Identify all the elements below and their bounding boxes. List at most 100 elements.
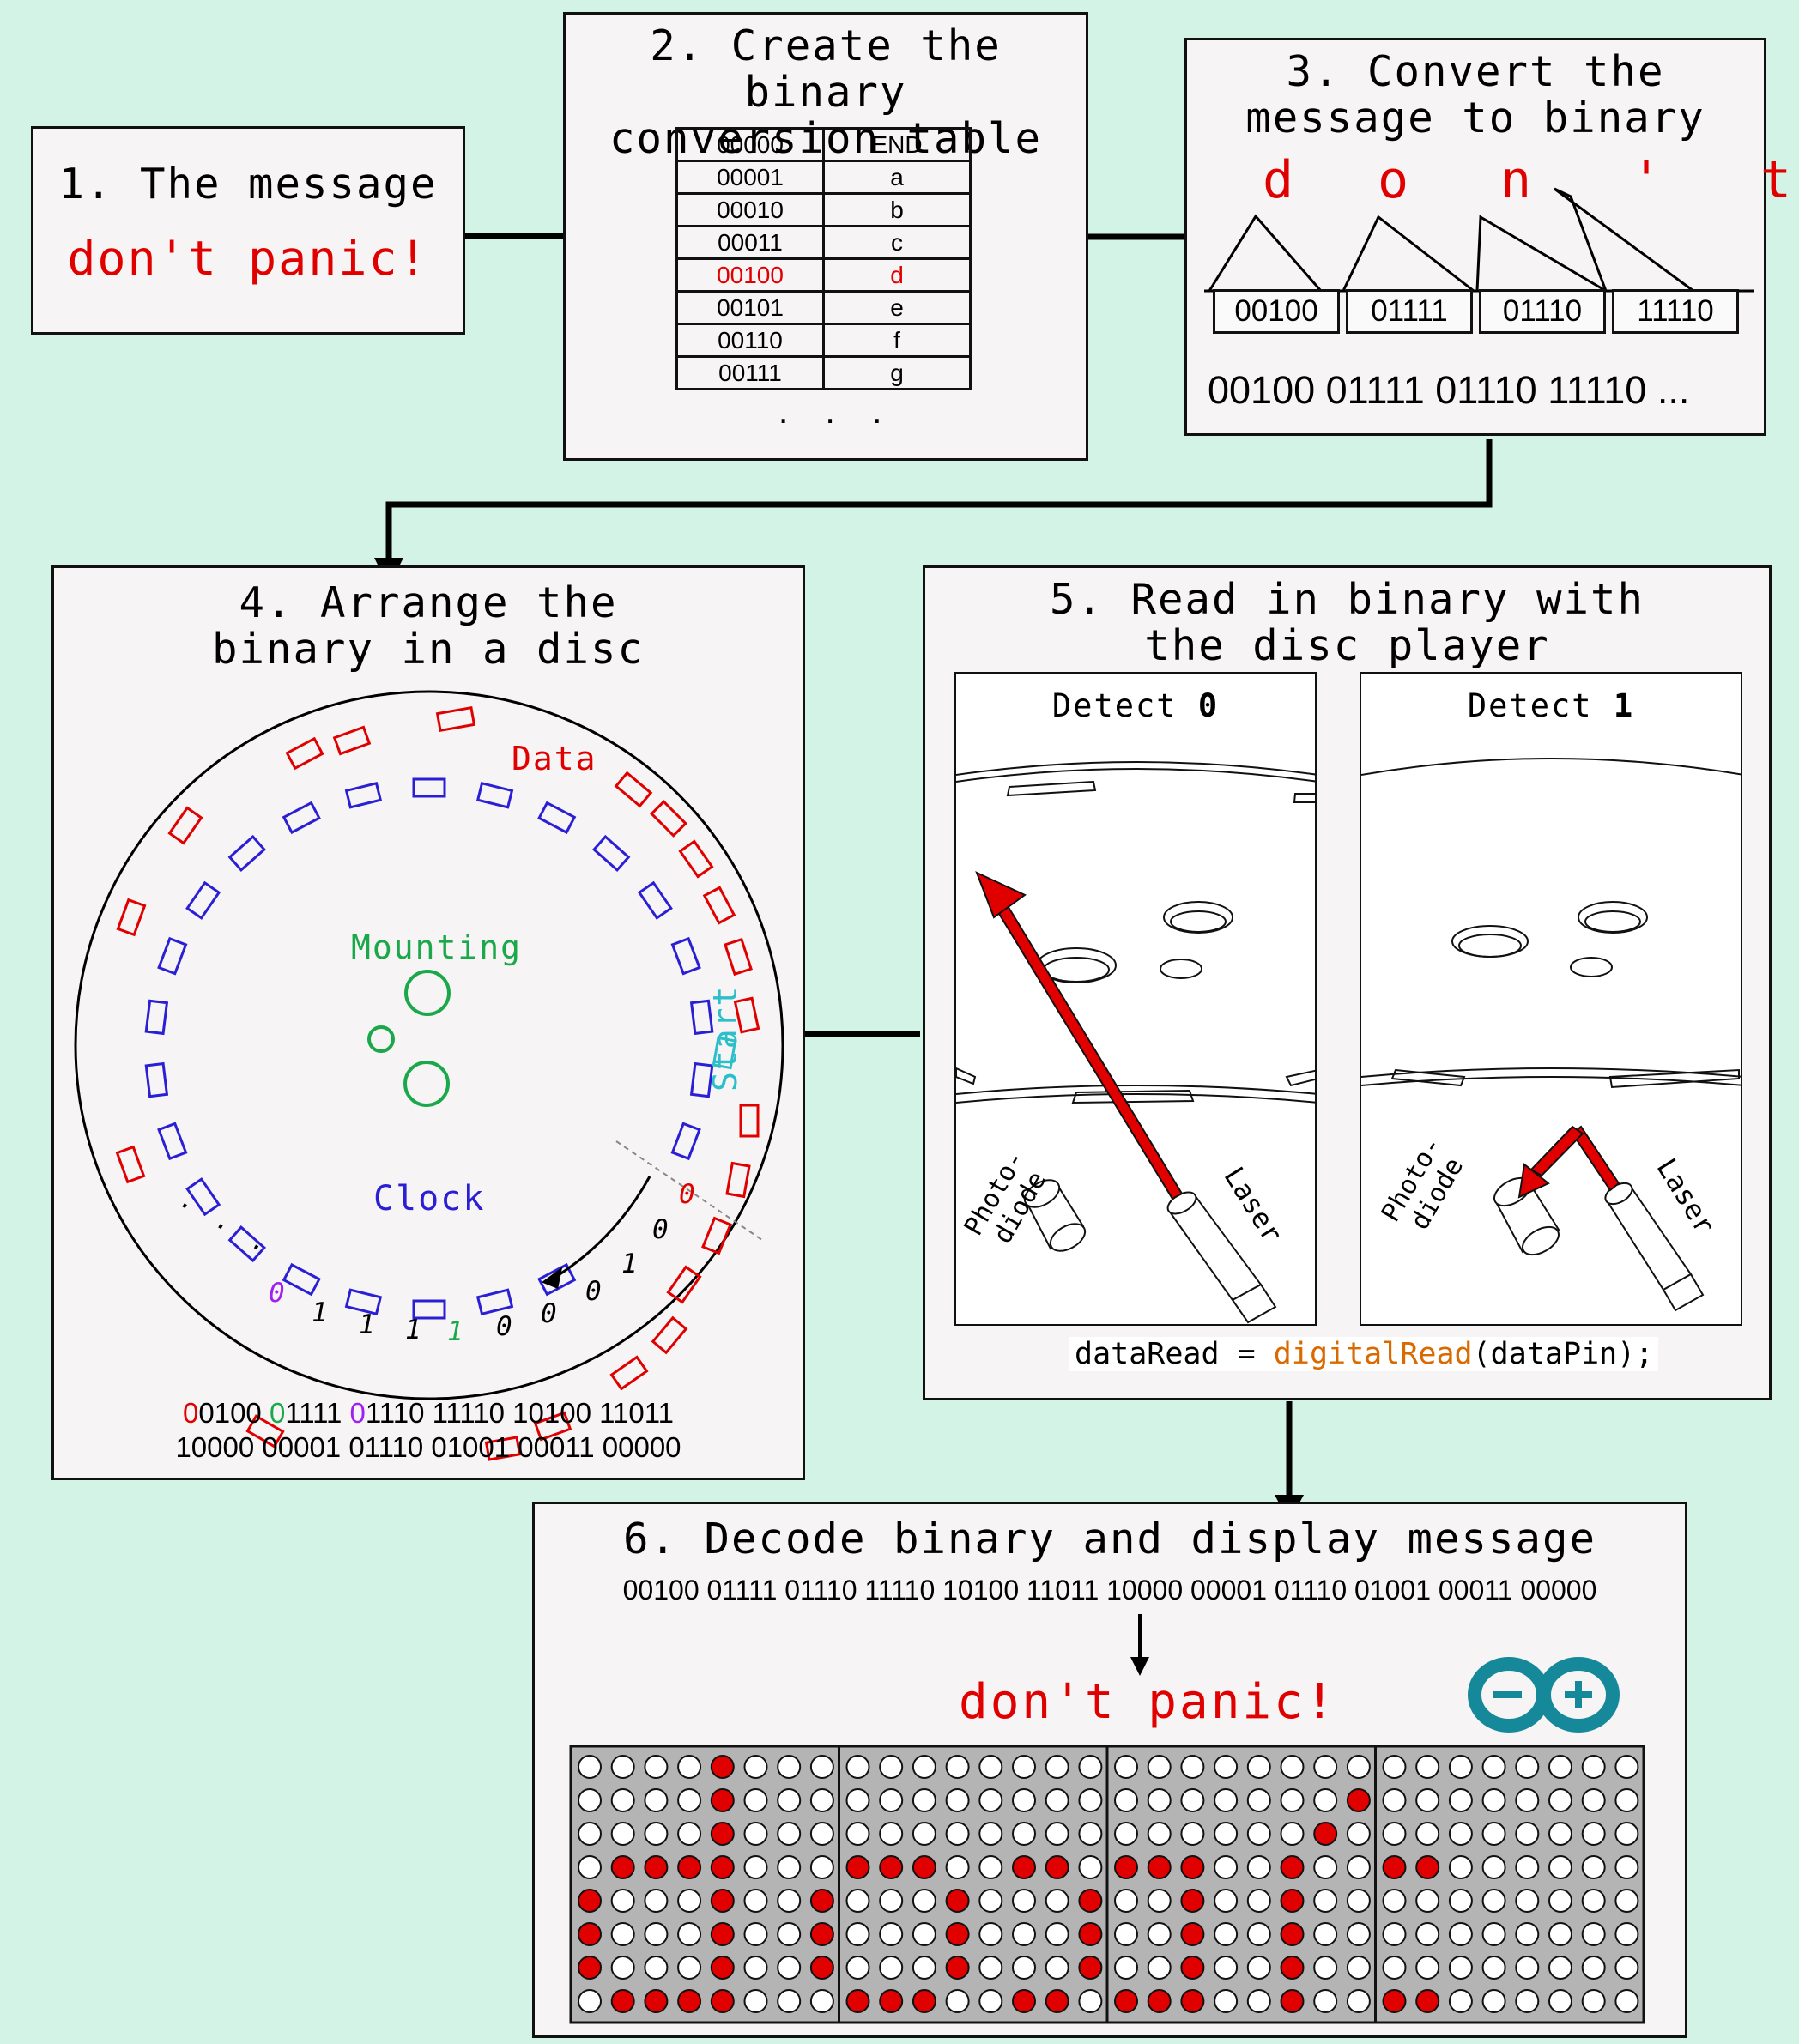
- led-off: [1214, 1956, 1239, 1980]
- data-slot: [245, 1414, 285, 1448]
- clock-slot: [689, 1061, 714, 1098]
- led-off: [1346, 1822, 1371, 1846]
- letter-code-box: 00100: [1213, 289, 1340, 334]
- led-off: [677, 1788, 702, 1812]
- table-code-cell: 00001: [675, 160, 825, 195]
- led-off: [1147, 1889, 1172, 1913]
- led-off: [945, 1989, 970, 2013]
- led-off: [879, 1956, 904, 1980]
- table-char-cell: b: [822, 192, 972, 227]
- led-off: [1147, 1922, 1172, 1946]
- led-off: [1581, 1855, 1606, 1879]
- data-slot: [725, 1161, 751, 1199]
- led-off: [1415, 1956, 1440, 1980]
- led-off: [578, 1989, 602, 2013]
- clock-slot: [412, 777, 446, 798]
- led-off: [945, 1755, 970, 1779]
- table-ellipsis: . . .: [775, 397, 893, 430]
- data-slot: [115, 1145, 146, 1184]
- led-off: [743, 1989, 768, 2013]
- clock-slot: [344, 782, 383, 809]
- led-off: [1515, 1788, 1540, 1812]
- led-off: [879, 1889, 904, 1913]
- data-slot: [702, 886, 736, 925]
- led-off: [644, 1822, 669, 1846]
- led-on: [1180, 1889, 1205, 1913]
- led-off: [1114, 1889, 1138, 1913]
- led-on: [1045, 1855, 1069, 1879]
- data-slot: [614, 771, 653, 808]
- data-slot: [724, 937, 753, 977]
- led-off: [912, 1822, 936, 1846]
- led-off: [1515, 1822, 1540, 1846]
- led-off: [978, 1788, 1003, 1812]
- led-off: [1581, 1989, 1606, 2013]
- led-off: [1313, 1755, 1338, 1779]
- led-off: [1481, 1855, 1506, 1879]
- led-off: [1548, 1922, 1572, 1946]
- led-on: [1346, 1788, 1371, 1812]
- led-off: [978, 1822, 1003, 1846]
- disc-sequence-line-2: 10000 00001 01110 01001 00011 00000: [175, 1431, 681, 1463]
- led-off: [1515, 1922, 1540, 1946]
- led-on: [710, 1855, 735, 1879]
- table-code-cell: 00010: [675, 192, 825, 227]
- led-on: [1078, 1922, 1103, 1946]
- clock-slot: [282, 801, 321, 835]
- led-off: [809, 1788, 834, 1812]
- led-off: [1548, 1956, 1572, 1980]
- led-off: [1382, 1822, 1407, 1846]
- led-off: [978, 1922, 1003, 1946]
- led-off: [1214, 1989, 1239, 2013]
- led-off: [1147, 1788, 1172, 1812]
- led-off: [743, 1889, 768, 1913]
- ring-bit: 1: [621, 1249, 638, 1279]
- data-slot: [167, 806, 203, 845]
- led-off: [1045, 1889, 1069, 1913]
- led-off: [1614, 1922, 1639, 1946]
- data-slot: [650, 800, 687, 838]
- led-off: [1448, 1989, 1473, 2013]
- led-off: [1614, 1822, 1639, 1846]
- led-off: [1614, 1855, 1639, 1879]
- led-off: [1012, 1755, 1036, 1779]
- data-slot: [609, 1355, 649, 1391]
- led-off: [1078, 1855, 1103, 1879]
- led-off: [1114, 1755, 1138, 1779]
- clock-label: Clock: [373, 1179, 486, 1219]
- led-on: [1280, 1889, 1305, 1913]
- led-on: [1415, 1855, 1440, 1879]
- led-off: [644, 1956, 669, 1980]
- table-char-cell: c: [822, 225, 972, 260]
- panel3-title: 3. Convert the message to binary: [1245, 47, 1705, 142]
- led-off: [743, 1788, 768, 1812]
- led-off: [644, 1755, 669, 1779]
- ring-bit: 1: [447, 1316, 463, 1347]
- led-off: [1548, 1822, 1572, 1846]
- table-char-cell: END: [822, 127, 972, 162]
- led-off: [1114, 1956, 1138, 1980]
- led-off: [978, 1889, 1003, 1913]
- led-on: [710, 1989, 735, 2013]
- decode-arrow: [1130, 1614, 1620, 1733]
- led-off: [1214, 1755, 1239, 1779]
- led-off: [1078, 1822, 1103, 1846]
- led-off: [1246, 1755, 1271, 1779]
- led-on: [1382, 1989, 1407, 2013]
- led-off: [945, 1855, 970, 1879]
- led-off: [1448, 1755, 1473, 1779]
- led-on: [1045, 1989, 1069, 2013]
- led-off: [1246, 1956, 1271, 1980]
- led-off: [1012, 1822, 1036, 1846]
- led-off: [1313, 1989, 1338, 2013]
- led-off: [1382, 1755, 1407, 1779]
- detect-0-title: Detect 0: [1051, 687, 1220, 724]
- led-on: [912, 1989, 936, 2013]
- led-off: [978, 1989, 1003, 2013]
- clock-slot: [591, 834, 631, 872]
- led-off: [1214, 1788, 1239, 1812]
- led-on: [1078, 1889, 1103, 1913]
